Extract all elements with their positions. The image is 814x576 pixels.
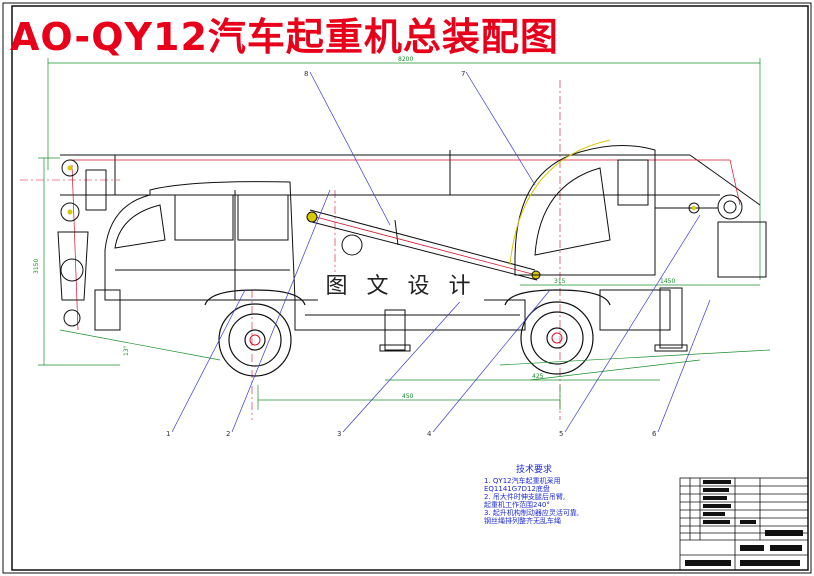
winch-drum [341,234,363,256]
operator-cab-arc [509,139,611,266]
cab-offset-value: 1450 [660,278,675,285]
hook-highlights [67,165,73,215]
title-block [679,477,809,571]
overall-height-dimension [38,157,120,366]
part-label-5: 5 [559,430,563,438]
tech-heading: 技术要求 [515,465,552,475]
overall-length-dimension [47,58,761,280]
front-hub [249,334,261,346]
part-label-2: 2 [226,430,230,438]
ground-lines [59,329,771,381]
inner-border [11,5,809,571]
hook-block [57,159,107,327]
part-leaders [171,71,711,433]
front-small-value: 315 [554,278,566,285]
bottom-dimensions [257,284,760,410]
angle-left-value: 13° [123,345,130,356]
wheelbase-value: 450 [402,393,414,400]
part-label-8: 8 [304,70,308,78]
tech-line-1: 1. QY12汽车起重机采用 [484,477,561,485]
tech-line-3: 2. 吊大件时伸支腿后吊臂, [484,493,566,501]
operator-cab [514,144,656,276]
overall-length-value: 8200 [398,56,413,63]
part-numbers: 1 2 3 4 5 6 7 8 [166,70,657,438]
luffing-cylinder [309,209,538,281]
rear-span-value: 425 [532,373,544,380]
tech-line-4: 起重机工作范围240° [484,501,550,509]
driver-cab [104,181,296,301]
part-label-4: 4 [427,430,432,438]
drawing-title: AO-QY12汽车起重机总装配图 [10,15,559,59]
tech-line-2: EQ1141G7D12底盘 [484,485,550,493]
cylinder-rod [311,215,537,276]
boom [60,150,761,206]
wire-rope [70,159,741,331]
boom-head [655,194,767,278]
part-label-3: 3 [337,430,341,438]
centerlines [20,80,561,420]
rear-wheel [504,289,611,375]
tech-line-5: 3. 起升机构制动器应灵活可靠, [484,509,580,517]
title-block-fills [685,480,803,566]
overall-height-value: 3150 [33,259,40,274]
boom-pivot-right [692,206,696,210]
technical-requirements: 技术要求 1. QY12汽车起重机采用 EQ1141G7D12底盘 2. 吊大件… [484,465,674,526]
part-label-1: 1 [166,430,170,438]
watermark-text: 图 文 设 计 [318,272,484,302]
front-wheel [204,289,306,377]
rear-hub [551,332,563,344]
part-label-6: 6 [652,430,657,438]
tech-line-6: 钢丝绳排列整齐无乱车绳 [484,517,561,525]
part-label-7: 7 [461,70,465,78]
cylinder-pivot [306,211,318,223]
